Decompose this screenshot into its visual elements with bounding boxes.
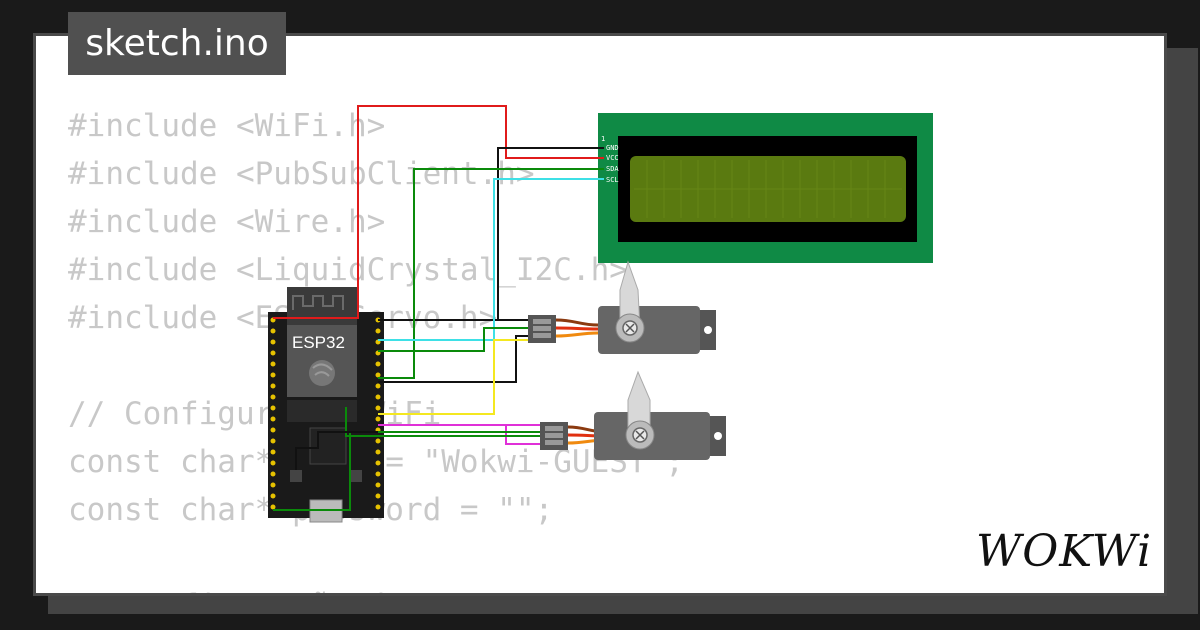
wokwi-logo: WOKWi (976, 526, 1153, 577)
code-line: // Configuração do MQTT (68, 582, 684, 593)
esp32-board[interactable]: ESP32 (268, 287, 384, 523)
code-line: #include <Wire.h> (68, 204, 386, 240)
header-pins-left (270, 317, 276, 510)
code-preview: #include <WiFi.h> #include <PubSubClient.… (68, 102, 684, 593)
file-tab[interactable]: sketch.ino (68, 12, 286, 75)
wire-red (273, 105, 604, 319)
wire-magenta-signal (378, 424, 540, 445)
wire-green-sda (378, 168, 604, 379)
wires (273, 105, 604, 511)
wire-black-servo2 (295, 431, 378, 470)
servo-motor-2[interactable] (540, 370, 726, 460)
wire-black-gnd (378, 335, 528, 383)
esp32-label: ESP32 (292, 333, 345, 352)
wire-cyan-scl (378, 178, 604, 341)
file-tab-label: sketch.ino (85, 23, 269, 64)
wire-black-lcd (378, 147, 604, 321)
lcd-pin-label: GND (606, 144, 619, 152)
lcd-pin-label: SDA (606, 165, 619, 173)
code-line: #include <PubSubClient.h> (68, 156, 535, 192)
servo-motor-1[interactable] (528, 260, 716, 354)
lcd-pin-label: SCL (606, 176, 619, 184)
en-button[interactable] (290, 470, 302, 482)
code-line: #include <WiFi.h> (68, 108, 386, 144)
wire-green-vcc (273, 431, 540, 511)
antenna-trace (292, 295, 344, 310)
esp32-chip (309, 427, 347, 465)
wire-yellow (378, 339, 528, 415)
lcd-pin-label: VCC (606, 154, 619, 162)
code-line: const char* password = ""; (68, 492, 554, 528)
wire-green-servo1 (378, 327, 528, 352)
lcd-display[interactable]: 1 GND VCC SDA SCL (598, 113, 933, 263)
lcd-pin-label: 1 (601, 135, 605, 143)
servo-body (598, 306, 700, 354)
wire-green-servo2 (345, 407, 540, 437)
boot-button[interactable] (350, 470, 362, 482)
lcd-char-grid (634, 160, 902, 218)
code-line: #include <LiquidCrystal_I2C.h> (68, 252, 628, 288)
lcd-pin-labels: 1 GND VCC SDA SCL (601, 135, 619, 184)
